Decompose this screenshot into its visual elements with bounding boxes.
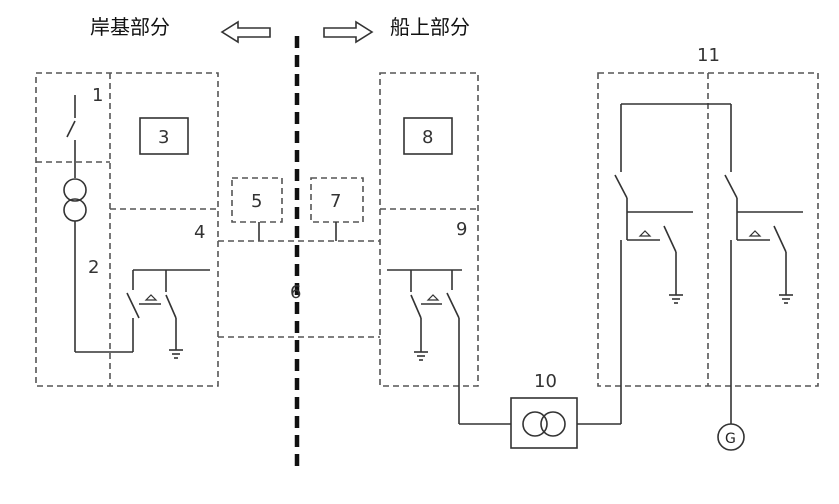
label-2: 2 xyxy=(88,257,99,278)
label-10: 10 xyxy=(534,371,557,392)
box-5 xyxy=(231,177,283,223)
label-6: 6 xyxy=(290,282,301,303)
label-7: 7 xyxy=(330,191,341,212)
shore-side-title: 岸基部分 xyxy=(90,15,170,39)
label-11: 11 xyxy=(697,45,720,66)
shore-isolator-switch-icon xyxy=(66,95,76,178)
ship-side-title: 船上部分 xyxy=(390,15,470,39)
label-5: 5 xyxy=(251,191,262,212)
hollow-left-arrow-icon xyxy=(220,20,271,44)
box-3 xyxy=(139,117,189,155)
generator-label: G xyxy=(725,431,736,447)
transformer-icon xyxy=(522,411,566,437)
shore-cabinet xyxy=(35,72,219,387)
generator-panel-switch-icon xyxy=(724,104,803,424)
ship-transformer-box xyxy=(510,397,578,449)
label-1: 1 xyxy=(92,85,103,106)
ship-main-switchboard xyxy=(597,72,819,387)
box-7 xyxy=(310,177,364,223)
shore-transformer-icon xyxy=(63,178,133,353)
label-9: 9 xyxy=(456,219,467,240)
ship-breaker-earthing-switch-icon xyxy=(387,269,462,424)
box-8 xyxy=(403,117,453,155)
ship-receiving-cabinet xyxy=(379,72,479,387)
label-3: 3 xyxy=(158,127,169,148)
hollow-right-arrow-icon xyxy=(323,20,374,44)
shore-feeder-panel-switch-icon xyxy=(614,104,693,424)
label-4: 4 xyxy=(194,222,205,243)
label-8: 8 xyxy=(422,127,433,148)
shore-breaker-earthing-switch-icon xyxy=(126,269,210,359)
generator-icon xyxy=(717,423,745,451)
